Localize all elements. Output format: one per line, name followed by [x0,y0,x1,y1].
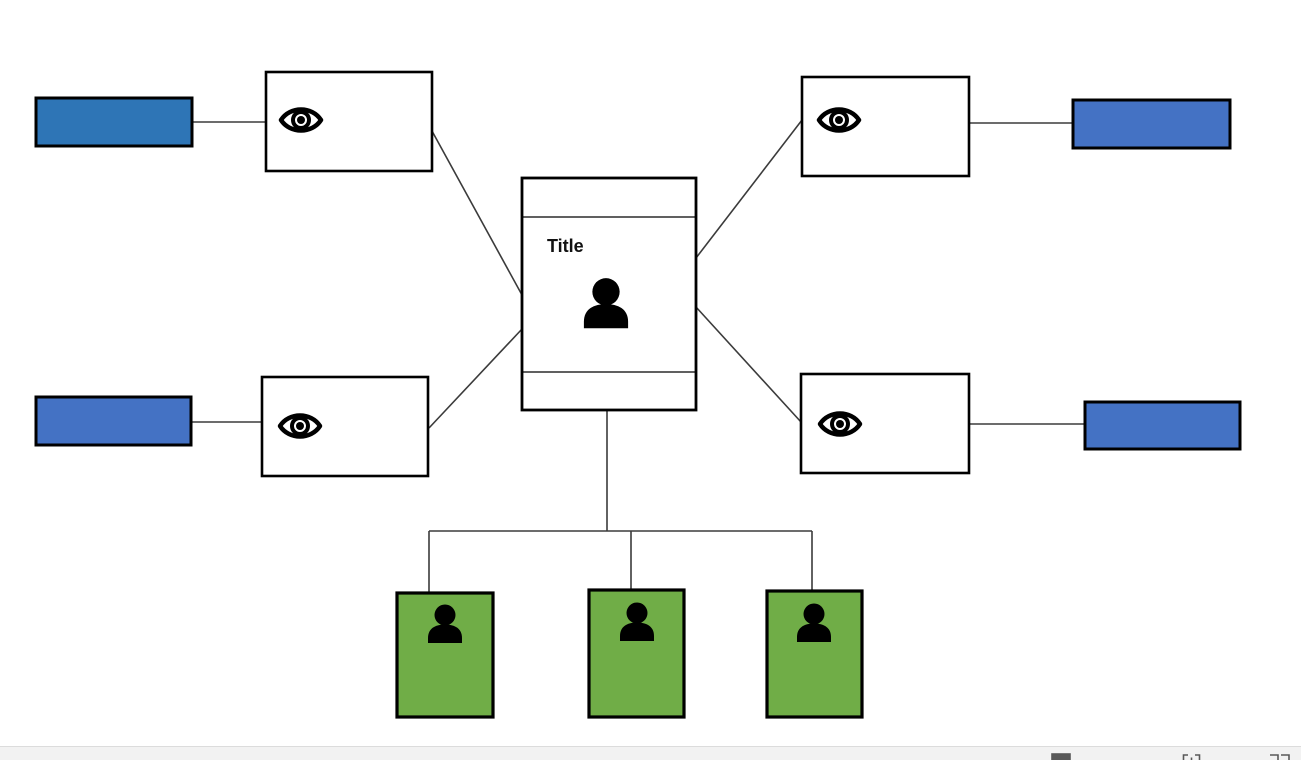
watcher-node-top-left[interactable] [264,70,434,173]
reading-view-icon[interactable] [1270,754,1290,760]
member-node-3[interactable] [765,589,864,719]
watcher-node-top-right[interactable] [800,75,971,178]
connector-center-to-watcher-top-right [695,119,803,259]
watcher-node-bottom-left[interactable] [260,375,430,478]
eye-icon [820,414,860,435]
center-title-node[interactable]: Title [520,176,698,412]
connector-watcher-bottom-left-to-center [428,328,523,429]
label-bar-bottom-left[interactable] [34,395,193,447]
connector-lines-group [191,119,1085,593]
label-bar-bottom-right[interactable] [1083,400,1242,451]
status-bar [0,746,1301,760]
member-node-2[interactable] [587,588,686,719]
label-bar-top-left[interactable] [34,96,194,148]
connector-watcher-top-left-to-center [431,130,523,296]
watcher-node-bottom-right[interactable] [799,372,971,475]
label-bar-top-right[interactable] [1071,98,1232,150]
connector-center-to-members-tree [428,410,813,593]
member-node-1[interactable] [395,591,495,719]
normal-view-icon[interactable] [1051,753,1071,760]
eye-icon [281,110,321,131]
eye-icon [280,416,320,437]
eye-icon [819,110,859,131]
center-node-title: Title [547,236,584,256]
connector-center-to-watcher-bottom-right [695,306,802,423]
